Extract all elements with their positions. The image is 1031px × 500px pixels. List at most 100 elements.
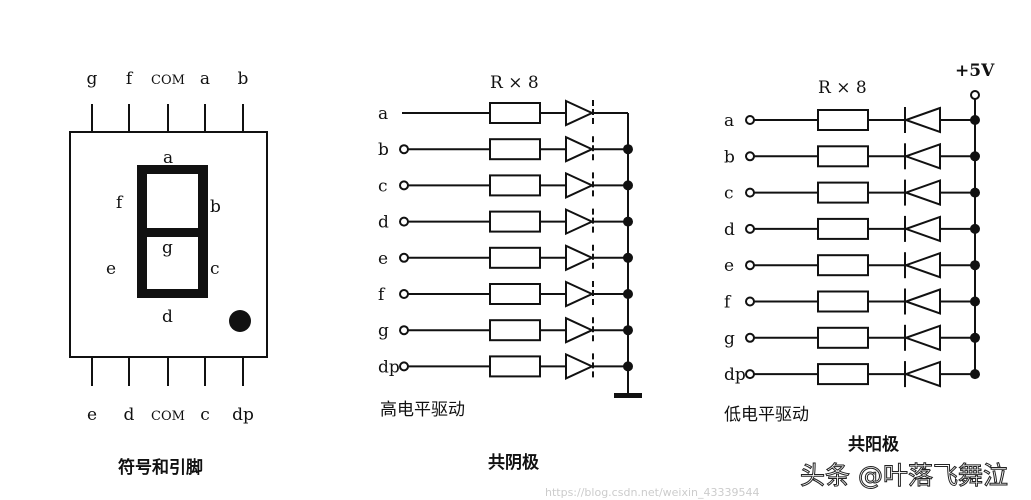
segment-d (137, 289, 207, 298)
row-label-c: c (724, 184, 734, 204)
diode-dp (565, 352, 595, 380)
row-label-g: g (724, 329, 735, 349)
row-label-dp: dp (378, 357, 400, 377)
terminal-d (745, 223, 755, 234)
label-seg-b: b (210, 197, 221, 217)
row-label-e: e (724, 256, 734, 276)
row-label-a: a (724, 111, 734, 131)
watermark-url: https://blog.csdn.net/weixin_43339544 (545, 486, 760, 499)
terminal-dp (399, 361, 409, 372)
resistor-e (817, 254, 869, 277)
segment-f (137, 165, 147, 237)
diode-g (565, 316, 595, 344)
segment-g (137, 228, 207, 237)
diode-f (565, 280, 595, 308)
pin-label-bottom-dp: dp (232, 405, 254, 425)
terminal-a (745, 115, 755, 125)
resistor-c (489, 174, 541, 197)
ground-symbol (614, 393, 642, 398)
diode-b (565, 135, 595, 163)
watermark-text: 头条 @叶落飞舞泣 (800, 461, 1008, 490)
resistor-b (489, 138, 541, 161)
diode-c (565, 171, 595, 199)
row-label-b: b (378, 140, 389, 160)
pin-label-top-b: b (238, 69, 249, 89)
terminal-g (745, 332, 755, 343)
label-seg-c: c (210, 259, 220, 279)
row-label-g: g (378, 321, 389, 341)
diode-dp (902, 360, 941, 388)
label-seg-a: a (163, 148, 173, 168)
terminal-f (399, 289, 409, 299)
pin-label-bottom-d: d (124, 405, 135, 425)
diode-b (902, 142, 941, 170)
label-seg-g: g (162, 238, 173, 258)
label-seg-e: e (106, 259, 116, 279)
diode-a (565, 99, 595, 127)
terminal-e (399, 252, 409, 263)
pin-label-top-f: f (126, 69, 134, 89)
terminal-c (399, 180, 409, 191)
terminal-d (399, 216, 409, 227)
decimal-point (229, 310, 251, 332)
diode-e (565, 244, 595, 272)
resistor-label-right: R × 8 (818, 78, 867, 98)
supply-label: +5V (955, 61, 995, 81)
resistor-dp (817, 363, 869, 386)
row-label-f: f (724, 293, 732, 313)
row-label-e: e (378, 249, 388, 269)
resistor-c (817, 181, 869, 204)
diode-e (902, 251, 941, 279)
pin-label-bottom-c: c (200, 405, 210, 425)
diode-f (902, 288, 941, 315)
caption-common-anode: 共阳极 (848, 435, 899, 455)
pin-label-bottom-e: e (87, 405, 97, 425)
row-label-d: d (378, 213, 389, 233)
row-label-d: d (724, 220, 735, 240)
row-label-dp: dp (724, 365, 746, 385)
resistor-a (817, 109, 869, 131)
row-label-f: f (378, 285, 386, 305)
segment-c (198, 228, 208, 298)
resistor-g (817, 326, 869, 349)
segments (137, 165, 251, 332)
resistor-f (489, 283, 541, 305)
diode-g (902, 324, 941, 352)
pin-label-top-COM: COM (151, 73, 185, 88)
resistor-g (489, 319, 541, 342)
resistor-d (489, 210, 541, 233)
terminal-f (745, 296, 755, 307)
label-seg-d: d (162, 307, 173, 327)
caption-common-cathode: 共阴极 (488, 453, 539, 473)
diode-c (902, 179, 941, 207)
pin-label-bottom-COM: COM (151, 409, 185, 424)
diode-a (902, 106, 941, 134)
drive-label-low: 低电平驱动 (724, 405, 809, 425)
terminal-e (745, 260, 755, 271)
terminal-dp (745, 369, 755, 380)
row-label-b: b (724, 147, 735, 167)
label-seg-f: f (116, 193, 124, 213)
terminal-b (745, 151, 755, 162)
drive-label-high: 高电平驱动 (380, 400, 465, 420)
segment-e (137, 228, 147, 298)
resistor-d (817, 217, 869, 240)
resistor-label-left: R × 8 (490, 73, 539, 93)
segment-b (198, 165, 208, 237)
row-label-c: c (378, 176, 388, 196)
resistor-f (817, 290, 869, 313)
resistor-dp (489, 355, 541, 378)
segment-a (137, 165, 207, 174)
junction-dp (970, 369, 980, 380)
diode-d (902, 215, 941, 243)
terminal-g (399, 325, 409, 336)
caption-pinout: 符号和引脚 (118, 457, 203, 478)
supply-terminal (970, 90, 980, 100)
resistor-b (817, 145, 869, 168)
pin-label-top-g: g (87, 69, 98, 89)
resistor-e (489, 246, 541, 269)
terminal-b (399, 144, 409, 155)
